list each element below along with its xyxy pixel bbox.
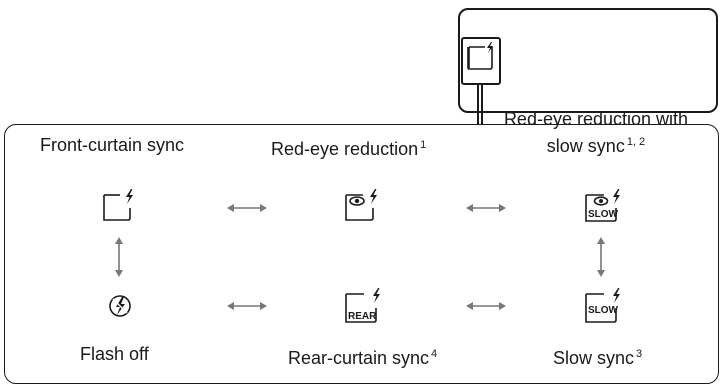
- red-eye-reduction-icon: [345, 189, 377, 221]
- flash-bolt-icon: [373, 288, 380, 303]
- red-eye-slow-sync-icon: SLOW: [585, 189, 620, 222]
- slow-text: SLOW: [588, 209, 619, 220]
- camera-lcd-screen: [458, 8, 718, 113]
- rear-text: REAR: [348, 311, 377, 322]
- flash-mode-panel: [4, 124, 719, 384]
- flash-bolt-icon: [126, 189, 133, 204]
- rear-curtain-sync-icon: REAR: [345, 288, 380, 323]
- eye-icon: [349, 196, 365, 206]
- arrow-flashoff-to-rear: [227, 302, 267, 310]
- arrow-redeyeslow-to-slow: [597, 237, 605, 277]
- front-curtain-sync-icon: [467, 42, 493, 70]
- flash-bolt-icon: [613, 288, 620, 303]
- flash-off-icon: [109, 295, 131, 317]
- eye-icon: [593, 196, 609, 206]
- arrow-redeye-to-redeyeslow: [466, 204, 506, 212]
- arrow-front-to-redeye: [227, 204, 267, 212]
- label-flash-off: Flash off: [80, 344, 149, 364]
- front-curtain-sync-icon: [103, 189, 133, 221]
- connector-line: [477, 83, 483, 125]
- slow-text: SLOW: [588, 305, 619, 316]
- slow-sync-icon: SLOW: [585, 288, 620, 323]
- arrow-rear-to-slow: [466, 302, 506, 310]
- flash-bolt-icon: [487, 42, 493, 53]
- flash-bolt-icon: [613, 189, 620, 204]
- label-front-curtain-sync: Front-curtain sync: [40, 135, 185, 155]
- lcd-flash-mode-indicator: [461, 37, 501, 85]
- flash-bolt-icon: [370, 189, 377, 204]
- arrow-front-to-flashoff: [115, 237, 123, 277]
